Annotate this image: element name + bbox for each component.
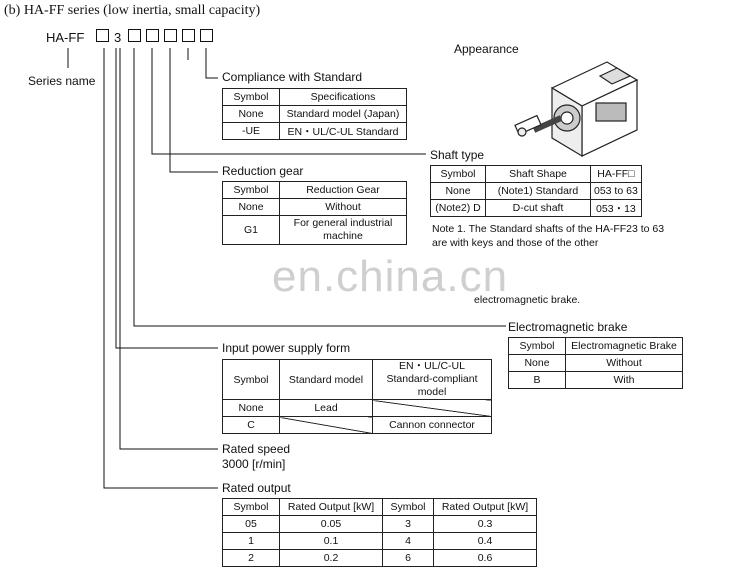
shaft-note-cont: electromagnetic brake.	[474, 294, 581, 306]
speed-title: Rated speed	[222, 442, 291, 456]
speed-value: 3000 [r/min]	[222, 457, 286, 471]
model-box-2	[128, 29, 141, 42]
shaft-cell: D-cut shaft	[485, 199, 591, 217]
output-cell: 4	[382, 532, 434, 550]
output-cell: 0.1	[279, 532, 383, 550]
model-box-1	[96, 29, 109, 42]
reduction-cell: None	[222, 198, 280, 216]
brake-cell: B	[508, 371, 566, 389]
shaft-cell: 053 to 63	[590, 182, 642, 200]
model-box-5	[182, 29, 195, 42]
output-cell: 0.2	[279, 549, 383, 567]
power-header: Symbol	[222, 359, 280, 400]
output-header: Rated Output [kW]	[433, 498, 537, 516]
output-cell: 0.4	[433, 532, 537, 550]
output-cell: 6	[382, 549, 434, 567]
model-box-6	[200, 29, 213, 42]
shaft-note: Note 1. The Standard shafts of the HA-FF…	[432, 223, 665, 249]
shaft-cell: 053・13	[590, 199, 642, 217]
power-cell: C	[222, 416, 280, 434]
brake-cell: With	[565, 371, 683, 389]
reduction-cell: Without	[279, 198, 407, 216]
brake-header: Symbol	[508, 337, 566, 355]
shaft-header: HA-FF□	[590, 165, 642, 183]
model-box-3	[146, 29, 159, 42]
brake-cell: Without	[565, 354, 683, 372]
series-name-label: Series name	[28, 74, 96, 88]
watermark: en.china.cn	[272, 252, 509, 301]
compliance-header: Symbol	[222, 88, 280, 106]
reduction-header: Reduction Gear	[279, 181, 407, 199]
power-title: Input power supply form	[222, 341, 351, 355]
output-cell: 0.6	[433, 549, 537, 567]
reduction-title: Reduction gear	[222, 164, 304, 178]
output-cell: 0.05	[279, 515, 383, 533]
shaft-cell: None	[430, 182, 486, 200]
brake-header: Electromagnetic Brake	[565, 337, 683, 355]
output-cell: 0.3	[433, 515, 537, 533]
appearance-label: Appearance	[454, 42, 519, 56]
shaft-cell: (Note1) Standard	[485, 182, 591, 200]
power-cell	[279, 416, 373, 434]
compliance-cell: EN・UL/C-UL Standard	[279, 122, 407, 140]
motor-image	[514, 61, 639, 158]
power-cell: Cannon connector	[372, 416, 492, 434]
power-header: EN・UL/C-UL Standard-compliant model	[372, 359, 492, 400]
compliance-cell: -UE	[222, 122, 280, 140]
output-header: Symbol	[222, 498, 280, 516]
output-cell: 3	[382, 515, 434, 533]
power-header: Standard model	[279, 359, 373, 400]
reduction-cell: For general industrial machine	[279, 215, 407, 245]
output-header: Rated Output [kW]	[279, 498, 383, 516]
shaft-header: Shaft Shape	[485, 165, 591, 183]
shaft-cell: (Note2) D	[430, 199, 486, 217]
model-box-4	[164, 29, 177, 42]
reduction-header: Symbol	[222, 181, 280, 199]
shaft-header: Symbol	[430, 165, 486, 183]
reduction-cell: G1	[222, 215, 280, 245]
output-cell: 1	[222, 532, 280, 550]
power-cell: Lead	[279, 399, 373, 417]
compliance-cell: Standard model (Japan)	[279, 105, 407, 123]
compliance-header: Specifications	[279, 88, 407, 106]
shaft-title: Shaft type	[430, 148, 485, 162]
power-cell: None	[222, 399, 280, 417]
brake-title: Electromagnetic brake	[508, 320, 628, 334]
output-cell: 2	[222, 549, 280, 567]
output-header: Symbol	[382, 498, 434, 516]
model-digit: 3	[114, 30, 122, 45]
output-table: Symbol Rated Output [kW] Symbol Rated Ou…	[222, 498, 537, 567]
power-table: Symbol Standard model EN・UL/C-UL Standar…	[222, 359, 492, 434]
output-title: Rated output	[222, 481, 291, 495]
compliance-cell: None	[222, 105, 280, 123]
compliance-title: Compliance with Standard	[222, 70, 363, 84]
model-prefix: HA-FF	[46, 30, 85, 45]
page-heading: (b) HA-FF series (low inertia, small cap…	[4, 3, 261, 18]
output-cell: 05	[222, 515, 280, 533]
brake-cell: None	[508, 354, 566, 372]
model-code: HA-FF	[46, 30, 84, 45]
power-cell	[372, 399, 492, 417]
